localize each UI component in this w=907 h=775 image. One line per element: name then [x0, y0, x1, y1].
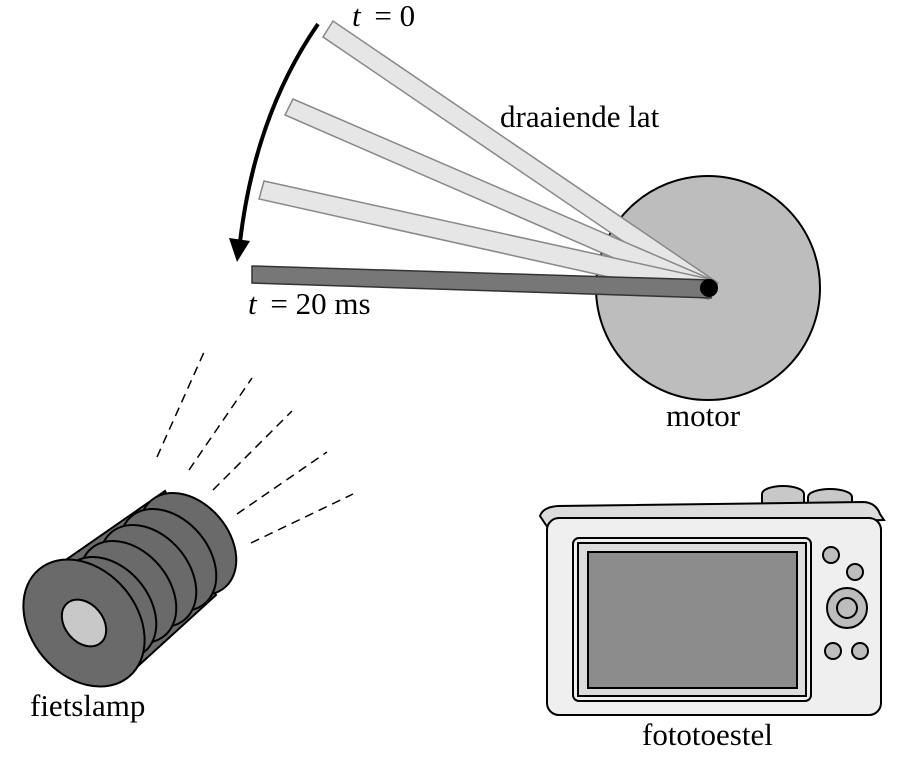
motor-axle [700, 279, 718, 297]
bar-position-3 [258, 180, 715, 300]
camera-button [824, 642, 842, 660]
rotation-arrowhead-icon [229, 238, 250, 262]
bike-lamp [22, 489, 238, 688]
light-rays [156, 349, 354, 544]
label-t0-var: t [352, 0, 362, 33]
rotation-arrow [238, 22, 320, 243]
camera-screen [587, 551, 798, 689]
light-ray [250, 493, 354, 544]
lamp-lens [60, 598, 108, 648]
label-camera: fototoestel [642, 717, 773, 752]
bar-position-t0 [321, 19, 720, 301]
bar-position-t20 [251, 265, 712, 299]
camera-button [851, 642, 869, 660]
light-ray [188, 377, 253, 471]
camera-dpad-center [836, 597, 858, 619]
label-t20-var: t [248, 286, 258, 321]
label-rotating-bar: draaiende lat [500, 99, 660, 134]
bar-position-2 [283, 98, 716, 300]
label-t20-rest: = 20 ms [270, 286, 370, 321]
label-bike-lamp: fietslamp [30, 688, 145, 723]
light-ray [212, 410, 293, 491]
label-t0-rest: = 0 [374, 0, 415, 33]
camera [538, 485, 886, 716]
camera-button [846, 563, 864, 581]
label-t20: t = 20 ms [248, 286, 371, 321]
label-motor: motor [666, 398, 741, 433]
label-t0: t = 0 [352, 0, 415, 33]
camera-button [822, 546, 840, 564]
light-ray [156, 349, 206, 458]
light-ray [236, 451, 328, 515]
